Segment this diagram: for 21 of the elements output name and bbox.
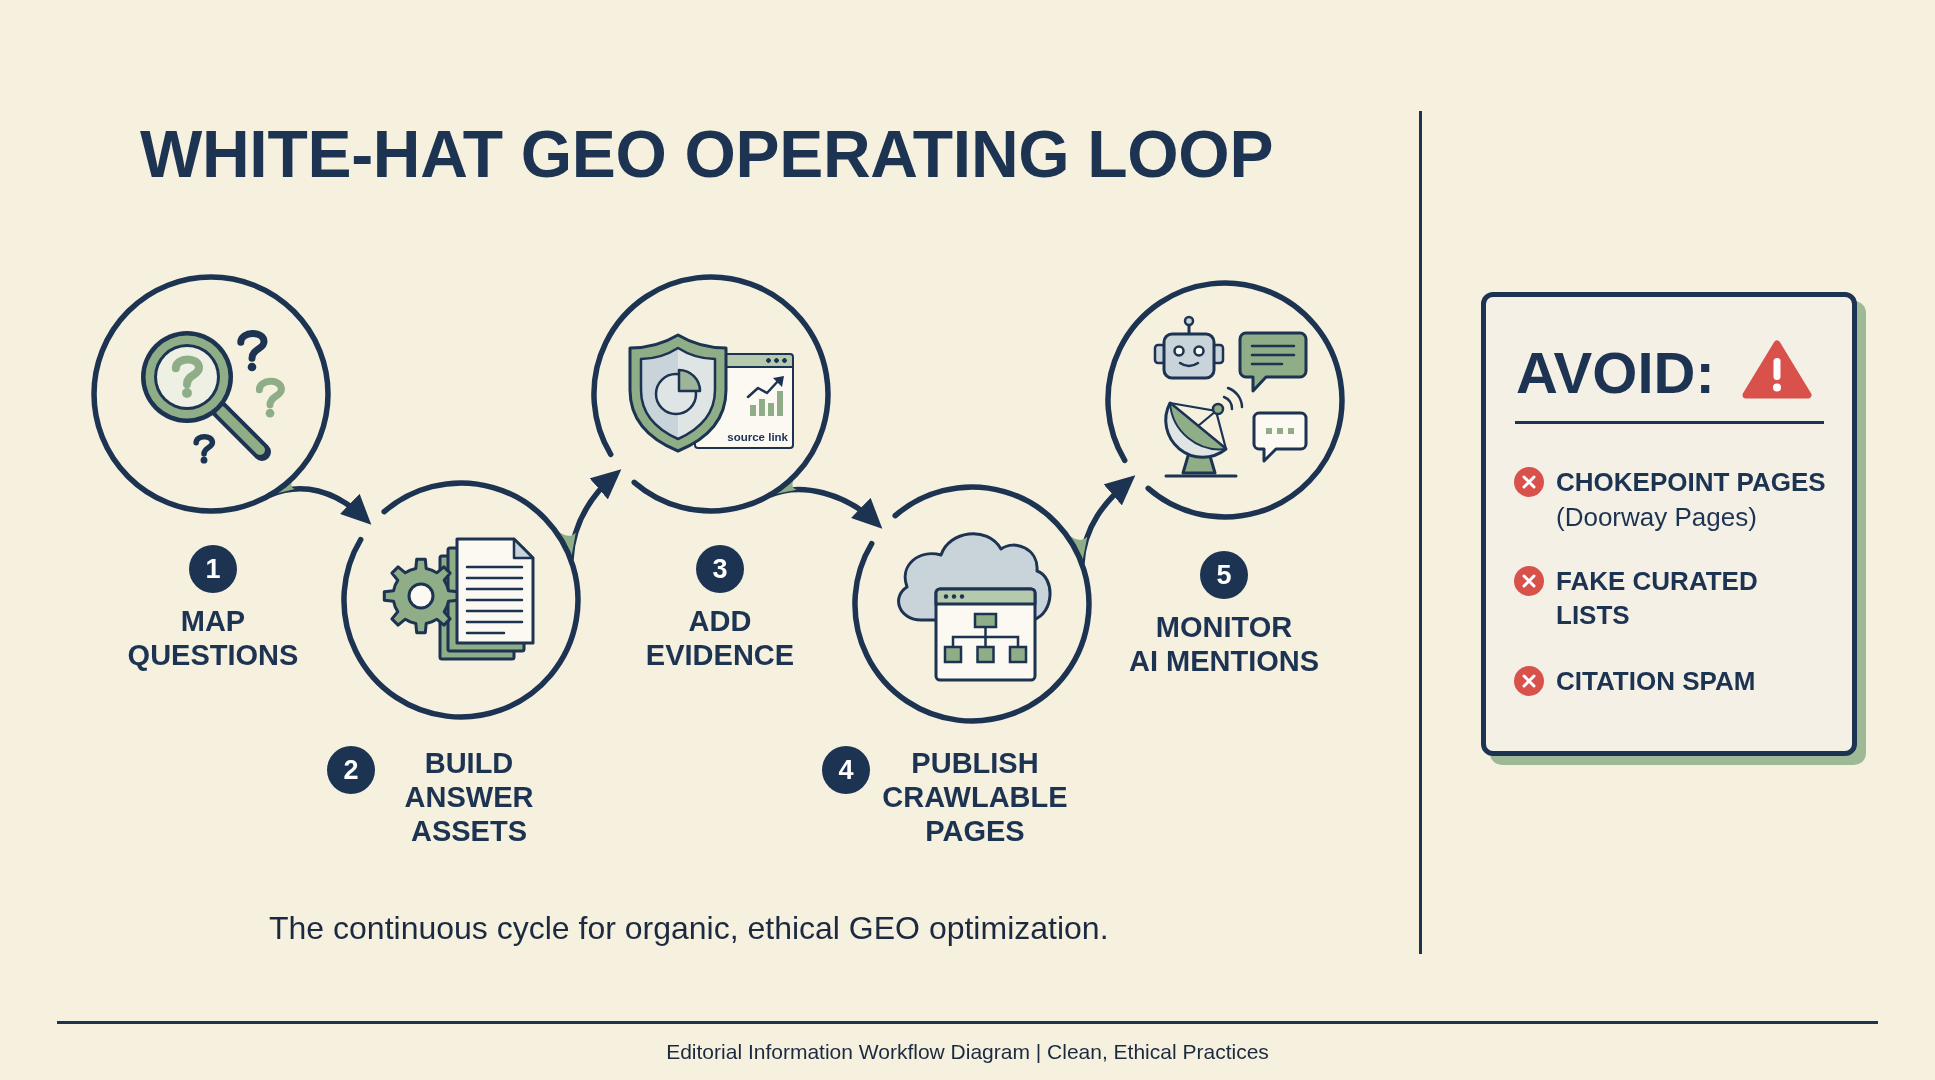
step-number: 4	[822, 746, 870, 794]
step-circle	[90, 273, 332, 515]
step-label: BUILD ANSWER ASSETS	[403, 746, 535, 848]
warning-panel	[1481, 292, 1857, 756]
avoid-item: FAKE CURATED LISTS	[1556, 565, 1759, 632]
step-label: ADD EVIDENCE	[644, 604, 796, 672]
step-number: 2	[327, 746, 375, 794]
avoid-item: CITATION SPAM	[1556, 665, 1757, 698]
step-number: 5	[1200, 551, 1248, 599]
avoid-item: CHOKEPOINT PAGES	[1556, 466, 1827, 499]
panel-heading: AVOID:	[1516, 344, 1715, 402]
caption-text: The continuous cycle for organic, ethical GEO optimization.	[269, 910, 1109, 946]
step-label: MONITOR AI MENTIONS	[1127, 610, 1321, 678]
title: WHITE-HAT GEO OPERATING LOOP	[140, 121, 1274, 187]
step-label: MAP QUESTIONS	[126, 604, 300, 672]
step-number: 1	[189, 545, 237, 593]
item-note: (Doorway Pages)	[1556, 501, 1758, 534]
step-number: 3	[696, 545, 744, 593]
footer-note: Editorial Information Workflow Diagram | Clean, Ethical Practices	[666, 1039, 1269, 1065]
link-text: source link	[727, 430, 788, 444]
step-label: PUBLISH CRAWLABLE PAGES	[881, 746, 1069, 848]
